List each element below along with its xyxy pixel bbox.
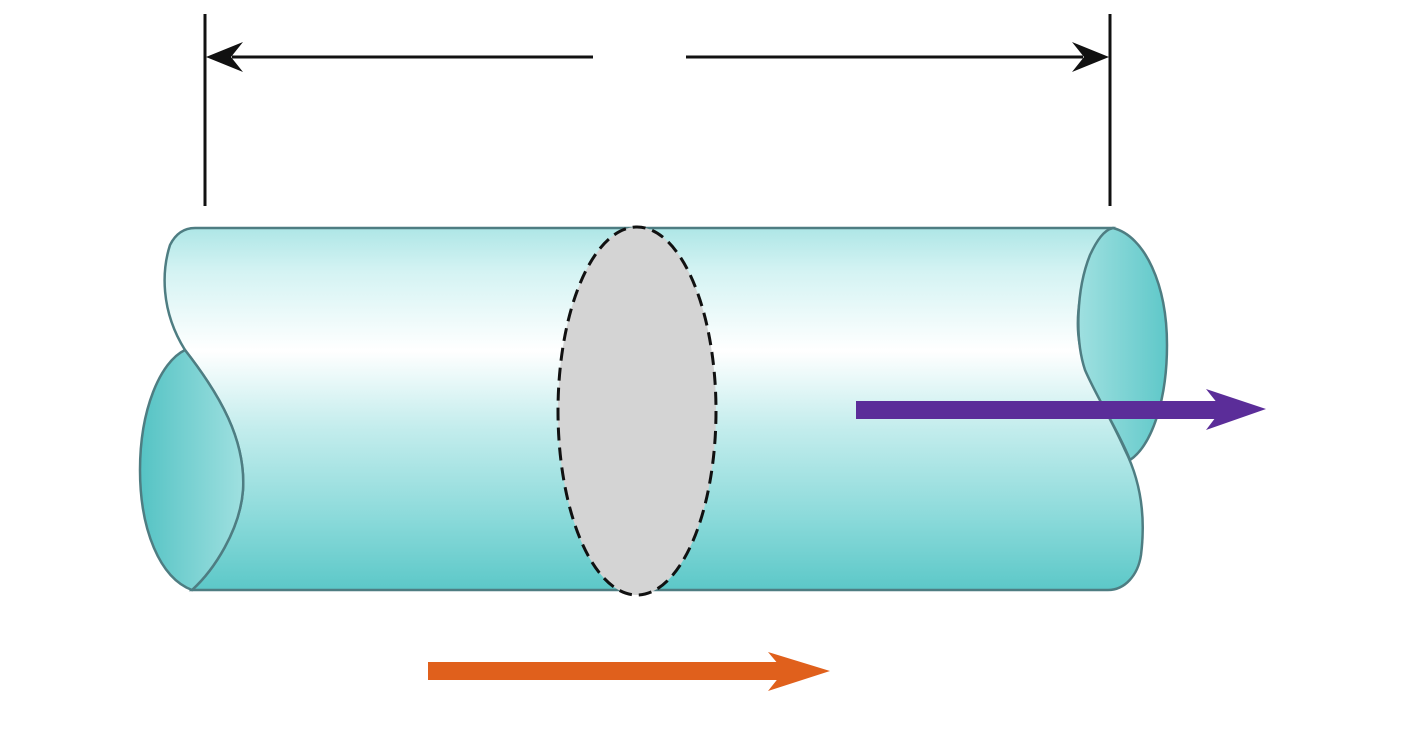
cross-section <box>556 225 718 597</box>
pipe-left-end <box>138 348 245 592</box>
flow-arrow-head <box>768 652 830 691</box>
length-dimension <box>203 14 1112 206</box>
velocity-arrow-icon <box>856 389 1266 430</box>
arrowhead-right-icon <box>1072 42 1109 72</box>
arrowhead-left-icon <box>206 42 243 72</box>
flow-arrow-icon <box>428 652 830 691</box>
pipe <box>138 225 1169 597</box>
velocity-arrow-head <box>1206 389 1266 430</box>
